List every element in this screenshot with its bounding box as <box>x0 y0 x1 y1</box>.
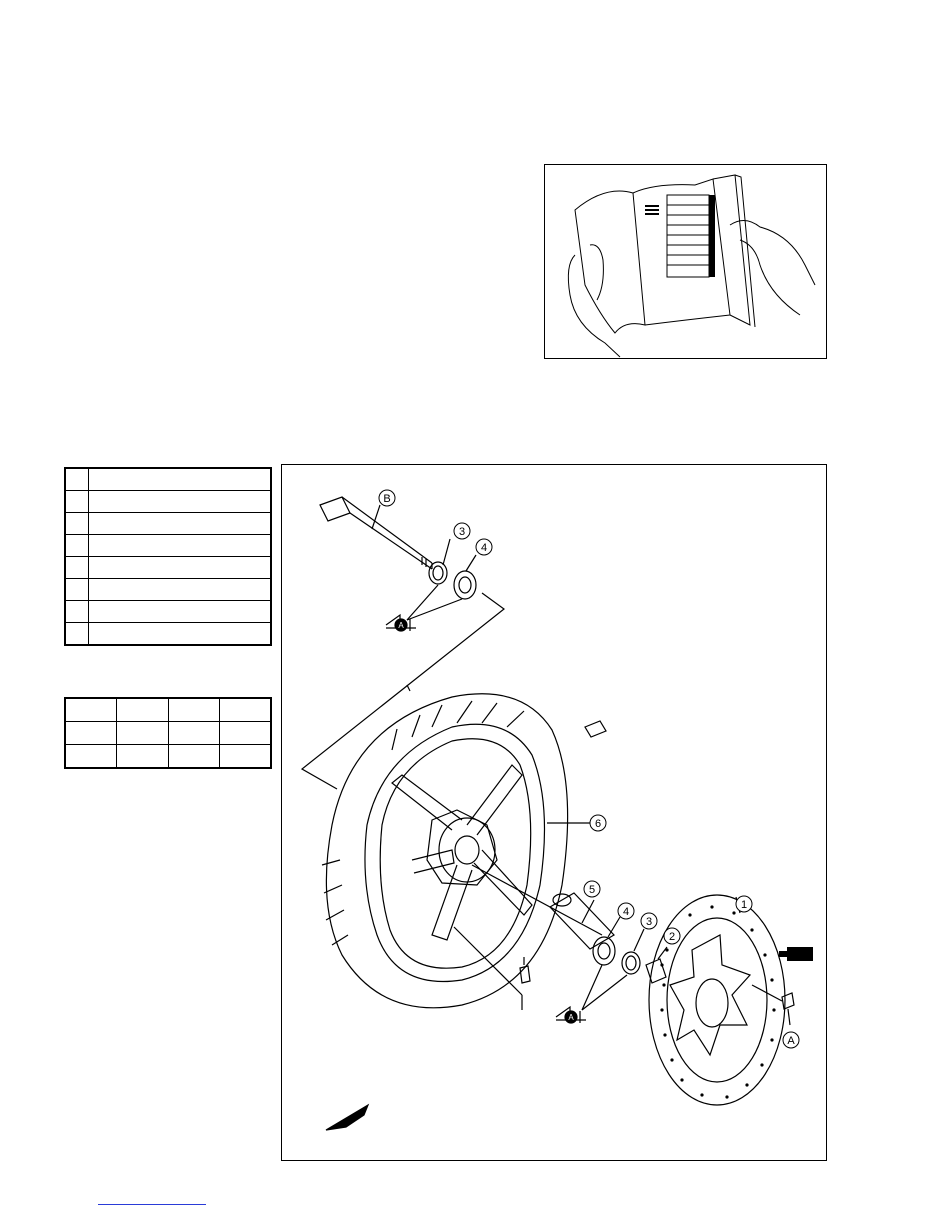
bearing-bottom <box>592 936 616 966</box>
table-row <box>64 467 272 491</box>
axle-part <box>319 496 433 570</box>
table-row <box>64 744 272 769</box>
table-row <box>64 512 272 535</box>
table-row <box>64 721 272 745</box>
callout-4-top: 4 <box>481 542 487 554</box>
front-wheel-exploded-diagram: A A B 3 4 6 5 4 3 <box>281 464 827 1161</box>
grease-letter-bottom: A <box>568 1013 574 1022</box>
table-row <box>64 534 272 557</box>
callout-4-bottom: 4 <box>623 906 629 918</box>
oil-seal-bottom <box>621 951 641 975</box>
collar-spacer <box>645 958 667 984</box>
callout-2: 2 <box>669 931 675 943</box>
brake-disc <box>648 894 786 1106</box>
grease-letter-top: A <box>398 621 404 630</box>
table-row <box>64 697 272 722</box>
grease-symbol-bottom <box>555 1005 586 1024</box>
callout-b-circle <box>378 489 396 507</box>
callout-4-top-circle <box>475 538 493 556</box>
table-row <box>64 600 272 623</box>
footer-link-underline[interactable] <box>98 1196 206 1205</box>
grease-symbol-top <box>385 613 416 632</box>
callout-5: 5 <box>589 884 595 896</box>
bearing-top <box>453 570 477 600</box>
torque-spec-table <box>64 697 272 769</box>
thread-lock-icon <box>779 947 813 961</box>
callout-a: A <box>787 1035 795 1047</box>
disc-holes <box>660 905 776 1099</box>
callout-3-bottom-circle <box>640 912 658 930</box>
callout-5-circle <box>583 880 601 898</box>
callout-2-circle <box>663 927 681 945</box>
valve-stem <box>519 965 531 984</box>
table-row <box>64 578 272 601</box>
callout-4-bottom-circle <box>617 902 635 920</box>
front-tire <box>321 693 569 1009</box>
callout-b: B <box>383 493 390 505</box>
balance-weight <box>584 720 607 738</box>
callout-3-top: 3 <box>459 526 465 538</box>
oil-seal-top <box>428 561 448 585</box>
callout-1-circle <box>735 895 753 913</box>
table-row <box>64 622 272 646</box>
callout-3-top-circle <box>453 522 471 540</box>
front-direction-arrow <box>325 1103 370 1131</box>
callout-a-circle <box>782 1031 800 1049</box>
callout-6-circle <box>589 814 607 832</box>
callout-6: 6 <box>595 818 601 830</box>
callout-3-bottom: 3 <box>646 916 652 928</box>
hands-holding-manual-illustration <box>567 174 816 358</box>
callout-1: 1 <box>741 899 747 911</box>
manual-thumbnail-figure <box>544 164 827 359</box>
disc-bolt <box>781 992 795 1010</box>
spacer-sleeve <box>549 892 615 950</box>
wheel-spokes-hub <box>391 764 533 941</box>
table-row <box>64 556 272 579</box>
wheel-diagram-svg: A A B 3 4 6 5 4 3 <box>300 489 813 1131</box>
parts-legend-table <box>64 467 272 646</box>
table-row <box>64 490 272 513</box>
